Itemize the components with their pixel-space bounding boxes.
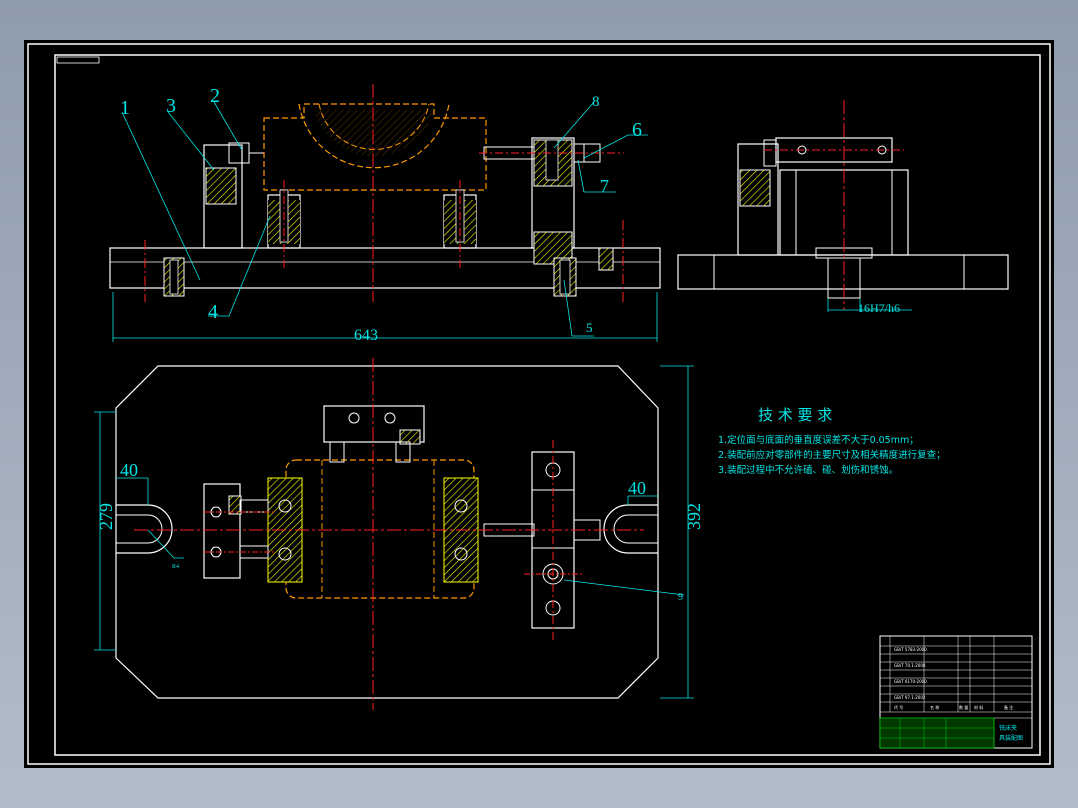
tb-header-qty: 数 量 [959, 704, 968, 710]
tb-code-1: GB/T 5783-2000 [894, 647, 927, 652]
dim-279: 279 [96, 503, 116, 530]
callout-8: 8 [592, 94, 600, 110]
tb-code-7: GB/T 97.1-2002 [894, 695, 926, 700]
fit-note: 16H7/h6 [858, 301, 900, 315]
inner-border [54, 54, 1041, 756]
tb-header-name: 名 称 [930, 704, 939, 710]
top-view [94, 358, 694, 710]
tech-title: 技 术 要 求 [758, 406, 832, 424]
front-view [109, 84, 661, 342]
dim-40-right: 40 [628, 478, 646, 498]
outer-border [27, 43, 1051, 765]
dim-40-left: 40 [120, 460, 138, 480]
callout-7: 7 [600, 176, 609, 196]
base-plate [109, 247, 661, 289]
tb-header-code: 代 号 [894, 704, 903, 710]
drawing-canvas: 1 3 2 4 8 6 7 5 643 16H7/h6 [24, 40, 1054, 768]
top-view-labels: 40 40 279 392 9 R4 [96, 460, 704, 603]
callout-3: 3 [166, 95, 176, 117]
tech-item-1: 1.定位面与底面的垂直度误差不大于0.05mm； [718, 434, 919, 446]
callout-4: 4 [208, 301, 218, 323]
front-callouts: 1 3 2 4 8 6 7 5 643 [120, 85, 642, 344]
callout-6: 6 [632, 119, 642, 141]
workpiece-outline [263, 103, 487, 191]
dim-392: 392 [684, 503, 704, 530]
drawing-name-2: 具装配图 [999, 734, 1023, 742]
side-view: 16H7/h6 [677, 100, 1009, 315]
callout-9: 9 [678, 592, 683, 603]
front-leaders [121, 101, 648, 337]
title-block: GB/T 5783-2000 GB/T 70.1-2000 GB/T 6170-… [879, 635, 1033, 749]
cad-drawing: 1 3 2 4 8 6 7 5 643 16H7/h6 [27, 43, 1051, 765]
left-support [203, 144, 243, 249]
radius-note: R4 [172, 564, 179, 570]
tb-code-5: GB/T 6170-2000 [894, 679, 927, 684]
top-base-outline [115, 365, 659, 699]
tb-header-mat: 材 料 [974, 704, 983, 710]
tb-header-note: 备 注 [1004, 704, 1013, 710]
callout-1: 1 [120, 97, 130, 119]
tech-item-2: 2.装配前应对零部件的主要尺寸及相关精度进行复查； [718, 449, 946, 461]
callout-5: 5 [586, 320, 593, 335]
side-base [677, 254, 1009, 290]
callout-2: 2 [210, 85, 220, 107]
tech-item-3: 3.装配过程中不允许磕、碰、划伤和锈蚀。 [718, 464, 898, 476]
dimension-643: 643 [354, 327, 378, 344]
corner-tag [56, 56, 100, 64]
tb-code-3: GB/T 70.1-2000 [894, 663, 926, 668]
tech-requirements: 技 术 要 求 1.定位面与底面的垂直度误差不大于0.05mm； 2.装配前应对… [718, 406, 946, 476]
drawing-name-1: 铣床夹 [999, 724, 1017, 732]
